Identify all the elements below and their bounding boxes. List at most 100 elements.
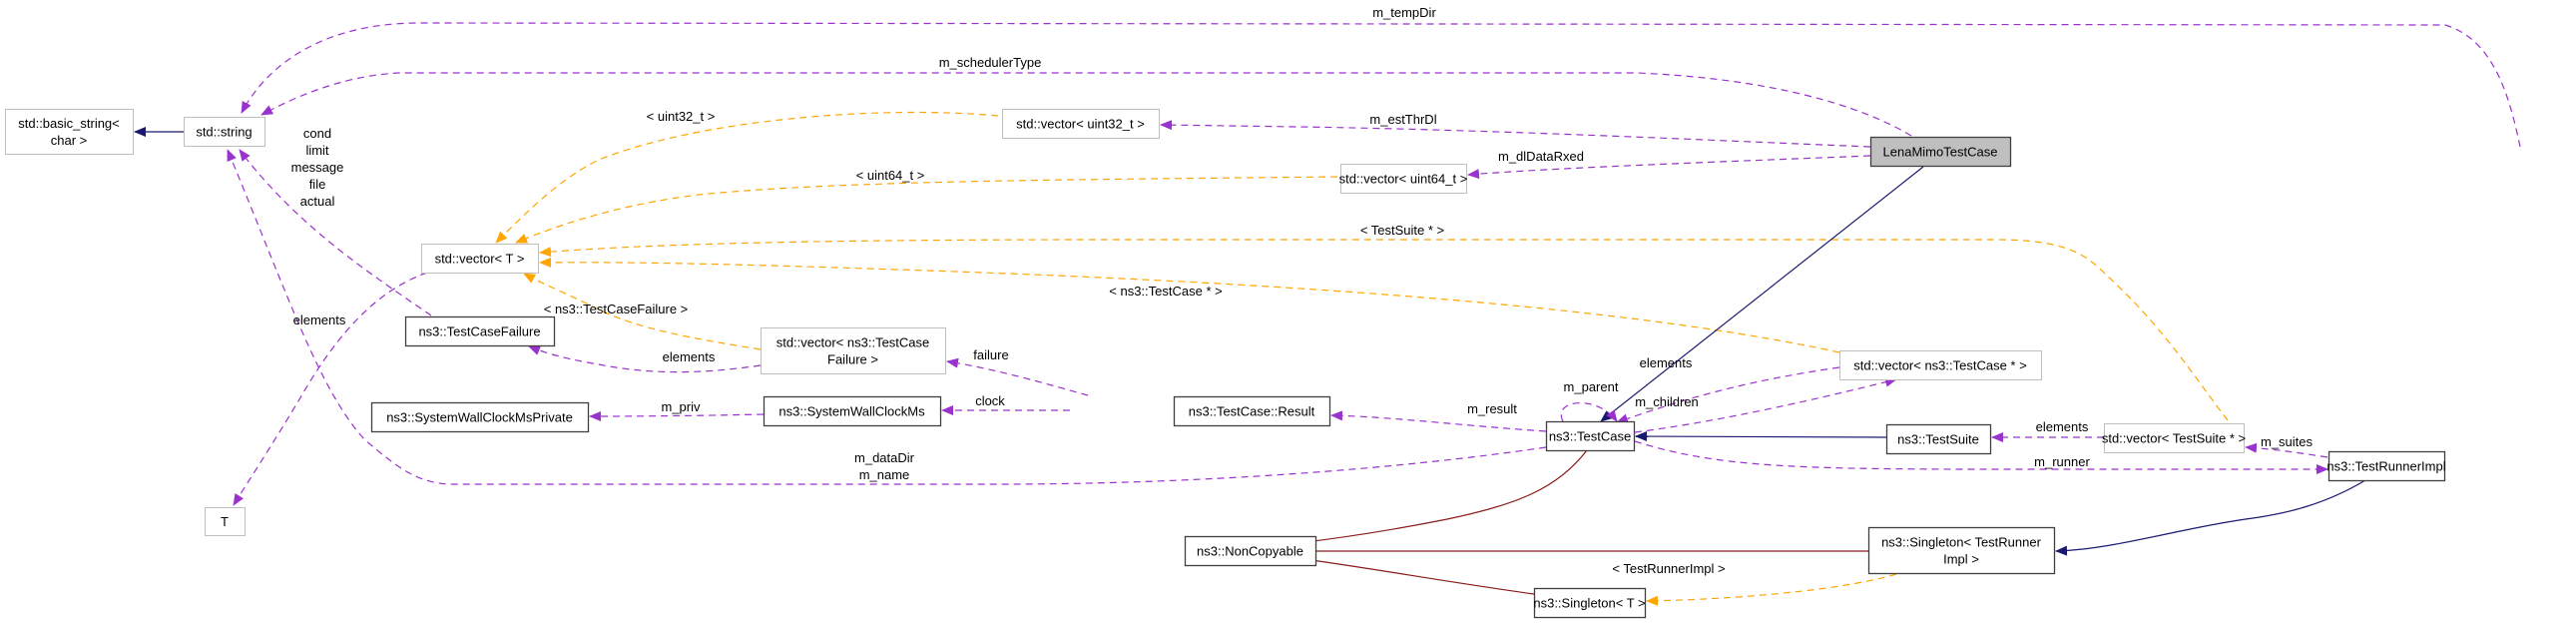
edge-label: m_parent: [1564, 379, 1619, 394]
edge-label: m_schedulerType: [939, 55, 1042, 70]
class-node-box: [1184, 535, 1317, 567]
edge-label-line: < TestRunnerImpl >: [1612, 561, 1725, 576]
class-node-vector-testcasefailure[interactable]: std::vector< ns3::TestCaseFailure >: [761, 327, 946, 374]
edge-vector_TestCasePtr-to-TestCase: [1616, 366, 1840, 424]
class-node-box: [2327, 450, 2446, 482]
class-node-basic-string[interactable]: std::basic_string<char >: [5, 109, 134, 155]
edge-label: clock: [975, 393, 1005, 408]
class-node-label: char >: [51, 133, 88, 148]
class-node-label: ns3::NonCopyable: [1197, 544, 1303, 559]
class-node-systemwallclockms[interactable]: ns3::SystemWallClockMs: [763, 395, 942, 427]
edge-label: < ns3::TestCase * >: [1109, 284, 1222, 299]
edge-label-line: < ns3::TestCaseFailure >: [544, 302, 689, 316]
class-node-box: [2104, 423, 2245, 453]
edge-label: elements: [1640, 355, 1693, 370]
class-node-label: Failure >: [827, 352, 878, 367]
edge-label: m_dlDataRxed: [1498, 149, 1584, 164]
class-node-box: [404, 315, 556, 347]
class-node-string[interactable]: std::string: [184, 117, 265, 147]
class-node-testrunnerimpl[interactable]: ns3::TestRunnerImpl: [2326, 450, 2446, 482]
class-node-vector-t[interactable]: std::vector< T >: [421, 244, 539, 274]
class-node-box: [421, 244, 539, 274]
class-node-vector-uint32[interactable]: std::vector< uint32_t >: [1002, 109, 1160, 139]
edge-label: m_suites: [2261, 434, 2314, 449]
edge-TestCaseFailure-to-string: [239, 149, 432, 316]
edge-label: cond limit message file actual: [291, 126, 344, 209]
class-node-label: ns3::TestCase: [1549, 429, 1631, 444]
class-node-label: LenaMimoTestCase: [1883, 145, 1998, 160]
edge-label-line: m_schedulerType: [939, 55, 1042, 70]
edge-label-line: m_parent: [1564, 379, 1619, 394]
edge-vector_T-to-T: [233, 272, 428, 506]
class-node-testcase[interactable]: ns3::TestCase: [1545, 420, 1636, 452]
edge-TestCase-to-TestRunnerImpl: [1634, 440, 2328, 474]
class-node-testcasefailure[interactable]: ns3::TestCaseFailure: [404, 315, 556, 347]
edge-label: failure: [973, 347, 1008, 362]
edge-label: m_runner: [2034, 454, 2090, 469]
class-node-box: [1545, 420, 1636, 452]
class-node-box: [1340, 164, 1467, 194]
class-node-box: [1885, 423, 1992, 455]
edge-label-line: cond: [303, 126, 331, 141]
class-node-vector-uint64[interactable]: std::vector< uint64_t >: [1339, 164, 1468, 194]
edge-label-line: elements: [293, 312, 346, 327]
class-node-label: Impl >: [1943, 552, 1979, 567]
edge-TestRunnerImpl-to-Singleton_TestRunnerImpl: [2055, 479, 2366, 556]
class-node-label: std::basic_string<: [18, 116, 120, 131]
edge-label-line: m_dlDataRxed: [1498, 149, 1584, 164]
class-node-vector-testsuiteptr[interactable]: std::vector< TestSuite * >: [2102, 423, 2246, 453]
edge-label-line: message: [291, 160, 344, 175]
class-node-lenamimotestcase[interactable]: LenaMimoTestCase: [1869, 136, 2012, 168]
edge-label-line: m_suites: [2261, 434, 2314, 449]
class-node-result[interactable]: ns3::TestCase::Result: [1173, 395, 1331, 427]
class-node-vector-testcaseptr[interactable]: std::vector< ns3::TestCase * >: [1839, 350, 2042, 380]
class-node-systemwallclockmsprivate[interactable]: ns3::SystemWallClockMsPrivate: [370, 401, 590, 433]
class-node-label: ns3::SystemWallClockMsPrivate: [386, 410, 573, 425]
edge-TestCase-to-TestCase: [1560, 402, 1618, 422]
edge-SystemWallClockMs-to-SystemWallClockMsPrivate: [589, 410, 765, 421]
edge-label: elements: [293, 312, 346, 327]
edge-LenaMimoTestCase-to-vector_uint32: [1160, 120, 1871, 148]
edge-label-line: clock: [975, 393, 1005, 408]
class-node-label: ns3::Singleton< T >: [1533, 596, 1645, 611]
edge-LenaMimoTestCase-to-TestCase: [1600, 166, 1924, 422]
class-node-label: T: [221, 514, 229, 529]
class-node-singleton-t[interactable]: ns3::Singleton< T >: [1533, 587, 1647, 619]
class-node-box: [5, 109, 134, 155]
class-node-testsuite[interactable]: ns3::TestSuite: [1885, 423, 1992, 455]
edge-label-line: < TestSuite * >: [1360, 223, 1444, 238]
class-node-singleton-testrunnerimpl[interactable]: ns3::Singleton< TestRunnerImpl >: [1867, 526, 2056, 575]
edge-vector_uint64-to-vector_T: [515, 176, 1338, 244]
edge-label-line: < ns3::TestCase * >: [1109, 284, 1222, 299]
class-node-t[interactable]: T: [205, 507, 246, 536]
class-node-box: [1867, 526, 2056, 575]
edge-label: m_estThrDl: [1369, 112, 1436, 127]
edge-label-line: < uint32_t >: [647, 109, 716, 124]
edge-label: elements: [2036, 419, 2089, 434]
edge-label-line: file: [309, 177, 326, 192]
class-node-noncopyable[interactable]: ns3::NonCopyable: [1184, 535, 1317, 567]
edge-vector_TestSuitePtr-to-vector_T: [539, 239, 2229, 421]
edge-label: m_children: [1635, 394, 1699, 409]
edges-layer: [134, 22, 2521, 606]
class-node-box: [1839, 350, 2042, 380]
class-node-label: ns3::Singleton< TestRunner: [1881, 535, 2042, 550]
nodes-layer: std::basic_string<char >std::stringstd::…: [5, 109, 2446, 619]
edge-label-line: m_estThrDl: [1369, 112, 1436, 127]
class-node-box: [1533, 587, 1647, 619]
class-node-label: ns3::TestCaseFailure: [418, 324, 540, 339]
edge-label-line: m_children: [1635, 394, 1699, 409]
edge-Singleton_TestRunnerImpl-to-Singleton_T: [1646, 573, 1897, 606]
edge-label-line: actual: [300, 194, 335, 209]
edge-label-line: elements: [1640, 355, 1693, 370]
class-node-box: [205, 507, 246, 536]
edge-label-line: failure: [973, 347, 1008, 362]
edge-label-line: limit: [305, 143, 328, 158]
class-node-box: [370, 401, 590, 433]
edge-label-line: m_result: [1467, 401, 1517, 416]
edge-label: m_result: [1467, 401, 1517, 416]
edge-label-line: < uint64_t >: [856, 168, 925, 183]
edge-LenaMimoTestCase-to-vector_uint64: [1467, 155, 1871, 180]
